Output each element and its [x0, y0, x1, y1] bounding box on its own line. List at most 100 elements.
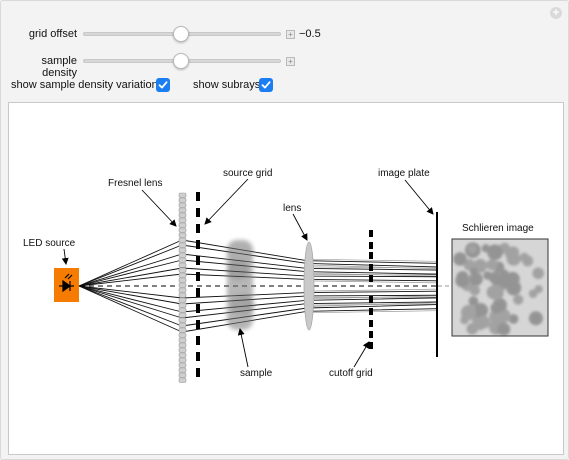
subray — [306, 302, 438, 307]
schlieren-spot — [532, 267, 544, 280]
fresnel-segment — [178, 262, 187, 268]
lens — [303, 241, 315, 331]
schlieren-spot — [488, 284, 504, 301]
schlieren-spot — [456, 271, 469, 283]
sample-density-slider-thumb[interactable] — [173, 53, 189, 69]
cutoff-grid-bar — [369, 242, 373, 249]
schlieren-spot — [506, 252, 520, 266]
fresnel-segment — [178, 332, 187, 338]
incident-ray — [78, 285, 183, 333]
incident-ray — [78, 273, 183, 287]
fresnel-segment — [178, 282, 187, 288]
grid-offset-slider-thumb[interactable] — [173, 26, 189, 42]
schlieren-spot — [469, 267, 478, 276]
schlieren-spot — [505, 271, 520, 286]
subray — [306, 258, 438, 262]
incident-ray — [78, 285, 183, 319]
schlieren-spot — [492, 297, 507, 313]
diode-icon — [59, 273, 74, 293]
schlieren-spot — [469, 285, 481, 296]
source-grid-bar — [196, 240, 200, 249]
schlieren-spot — [477, 315, 491, 329]
fresnel-lens-label: Fresnel lens — [108, 178, 162, 189]
show-density-variations-checkbox[interactable] — [156, 78, 170, 92]
source-grid-bar — [196, 320, 200, 329]
incident-ray — [78, 285, 183, 313]
fresnel-segment — [178, 217, 187, 223]
sample-label: sample — [240, 368, 273, 379]
source-grid-label: source grid — [223, 168, 272, 179]
fresnel-segment — [178, 322, 187, 328]
checkmark-icon — [261, 81, 271, 89]
show-subrays-checkbox[interactable] — [259, 78, 273, 92]
fresnel-segment — [178, 202, 187, 208]
grid-offset-value: −0.5 — [299, 28, 321, 40]
grid-offset-plus-icon[interactable]: + — [286, 30, 295, 39]
schlieren-spot — [497, 322, 511, 336]
schlieren-image-label: Schlieren image — [462, 223, 534, 234]
incident-rays — [78, 239, 183, 333]
fresnel-segment — [178, 367, 187, 373]
fresnel-segment — [178, 277, 187, 283]
fresnel-segment — [178, 352, 187, 358]
fresnel-segment — [178, 347, 187, 353]
fresnel-segment — [178, 272, 187, 278]
schlieren-spot — [513, 294, 524, 305]
source-grid-bar — [196, 256, 200, 265]
incident-ray — [78, 244, 183, 287]
fresnel-segment — [178, 257, 187, 263]
sample-blob — [227, 240, 254, 330]
grid-offset-label: grid offset — [28, 28, 77, 40]
schlieren-spot — [453, 252, 467, 266]
fresnel-segment — [178, 267, 187, 273]
source-grid-bar — [196, 272, 200, 281]
cutoff-grid-bar — [369, 296, 373, 303]
incident-ray — [78, 259, 183, 287]
fresnel-segment — [178, 192, 187, 198]
incident-ray — [78, 285, 183, 299]
incident-ray — [78, 285, 183, 327]
cutoff-grid-bar — [369, 252, 373, 259]
lens-label: lens — [283, 203, 301, 214]
fresnel-segment — [178, 247, 187, 253]
schlieren-spot — [528, 311, 543, 326]
fresnel-segment — [178, 207, 187, 213]
source-grid-bar — [196, 352, 200, 361]
source-grid-bar — [196, 304, 200, 313]
fresnel-segment — [178, 227, 187, 233]
fresnel-segment — [178, 297, 187, 303]
schlieren-spot — [468, 296, 479, 307]
fresnel-segment — [178, 317, 187, 323]
source-grid-bar — [196, 208, 200, 217]
fresnel-segment — [178, 222, 187, 228]
fresnel-segment — [178, 342, 187, 348]
source-grid — [196, 192, 200, 377]
show-subrays-label: show subrays — [193, 79, 261, 91]
fresnel-segment — [178, 237, 187, 243]
fresnel-segment — [178, 377, 187, 383]
schlieren-spot — [469, 272, 483, 286]
cutoff-grid-bar — [369, 320, 373, 327]
checkmark-icon — [158, 81, 168, 89]
source-grid-bar — [196, 224, 200, 233]
fresnel-segment — [178, 372, 187, 378]
fresnel-segment — [178, 212, 187, 218]
expand-icon[interactable]: + — [550, 7, 562, 19]
fresnel-segment — [178, 302, 187, 308]
sample-density-plus-icon[interactable]: + — [286, 57, 295, 66]
diagram-canvas: LED source Fresnel lens source grid lens… — [8, 102, 564, 455]
incident-ray — [78, 239, 183, 287]
schlieren-spot — [487, 244, 503, 261]
source-grid-bar — [196, 368, 200, 377]
annotation-arrows — [61, 178, 434, 368]
schlieren-spot — [486, 259, 498, 271]
fresnel-segment — [178, 357, 187, 363]
schlieren-spot — [522, 255, 534, 267]
cutoff-grid-bar — [369, 264, 373, 271]
source-grid-bar — [196, 288, 200, 297]
schlieren-diagram: LED source Fresnel lens source grid lens… — [23, 168, 549, 383]
schlieren-spot — [466, 323, 479, 335]
schlieren-spot — [467, 244, 477, 254]
cutoff-grid-label: cutoff grid — [329, 368, 373, 379]
